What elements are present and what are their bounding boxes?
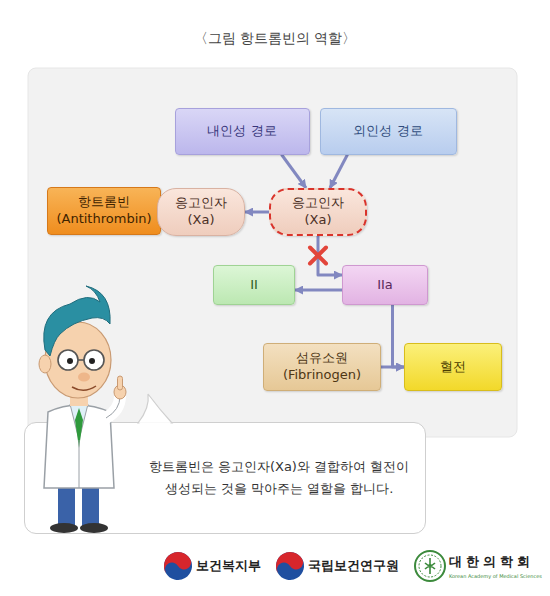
logo-name: 보건복지부 — [196, 557, 261, 575]
bubble-tail — [138, 394, 172, 423]
flow-arrow — [330, 155, 348, 189]
taeguk-logo — [159, 547, 197, 585]
taeguk-logo — [271, 547, 309, 585]
flow-arrow — [282, 155, 307, 189]
node-text: 항트롬빈 (Antithrombin) — [56, 194, 151, 228]
node-text: 내인성 경로 — [207, 123, 276, 140]
substrate-box: 섬유소원 (Fibrinogen) — [263, 343, 381, 391]
node-text: 응고인자 (Xa) — [175, 195, 227, 229]
pathway-box: 외인성 경로 — [320, 108, 457, 155]
node-text: II — [250, 277, 258, 294]
logo-name: 국립보건연구원 — [308, 557, 399, 575]
flow-arrow — [381, 366, 404, 369]
factor-box: II — [213, 265, 295, 305]
node-text: 섬유소원 (Fibrinogen) — [283, 350, 361, 384]
node-text: 외인성 경로 — [353, 123, 422, 140]
bubble-tail-join — [140, 422, 171, 425]
academy-emblem — [415, 551, 445, 581]
flow-arrow — [245, 211, 269, 214]
speech-bubble: 항트롬빈은 응고인자(Xa)와 결합하여 혈전이 생성되는 것을 막아주는 열할… — [24, 422, 426, 534]
panel-ground — [28, 68, 517, 437]
doctor-figure — [39, 286, 126, 533]
node-text: 혈전 — [440, 359, 466, 376]
flow-arrow — [295, 289, 342, 292]
block-mark — [310, 248, 326, 264]
node-text: 응고인자 (Xa) — [292, 195, 344, 229]
logo-name: Korean Academy of Medical Sciences — [449, 573, 542, 579]
flow-arrow — [318, 236, 342, 275]
node-text: 항트롬빈은 응고인자(Xa)와 결합하여 혈전이 생성되는 것을 막아주는 열할… — [148, 456, 410, 500]
node-text: IIa — [377, 277, 393, 294]
diagram-title: 〈그림 항트롬빈의 역할〉 — [0, 30, 550, 48]
product-box: 혈전 — [404, 343, 502, 391]
logo-name: 대한의학회 — [449, 553, 534, 571]
inhibitor-box: 항트롬빈 (Antithrombin) — [47, 187, 161, 235]
factor-pill: 응고인자 (Xa) — [269, 188, 367, 236]
factor-pill: 응고인자 (Xa) — [157, 188, 245, 236]
pathway-box: 내인성 경로 — [175, 108, 310, 155]
factor-box: IIa — [342, 265, 428, 305]
flow-arrow — [393, 305, 405, 367]
